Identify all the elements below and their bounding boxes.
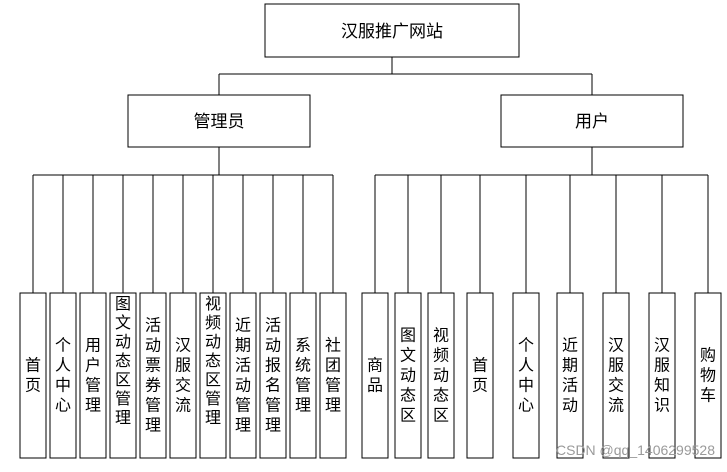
- admin-leaf-label: 系统管理: [295, 336, 311, 415]
- admin-branch-box: [127, 94, 311, 148]
- admin-leaf-box: [79, 292, 107, 459]
- user-leaf-label: 个人中心: [518, 336, 534, 415]
- admin-leaf-box: [319, 292, 347, 459]
- admin-leaf-box: [259, 292, 287, 459]
- admin-leaf-label: 汉服交流: [175, 336, 191, 415]
- user-leaf-label: 图文动态区: [400, 326, 416, 425]
- admin-leaf-box: [109, 292, 137, 459]
- user-leaf-box: [466, 292, 494, 459]
- user-leaf-label: 汉服交流: [608, 336, 624, 415]
- admin-leaf-label: 用户管理: [85, 336, 101, 415]
- admin-leaf-label: 活动报名管理: [265, 316, 281, 435]
- user-leaf-box: [648, 292, 676, 459]
- admin-leaf-label: 社团管理: [325, 336, 341, 415]
- user-leaf-label: 视频动态区: [433, 326, 449, 425]
- user-branch-label: 用户: [575, 112, 609, 132]
- admin-leaf-label: 近期活动管理: [235, 316, 251, 435]
- user-leaf-label: 近期活动: [562, 336, 578, 415]
- user-leaf-box: [427, 292, 455, 459]
- user-leaf-box: [361, 292, 389, 459]
- user-leaf-box: [512, 292, 540, 459]
- user-leaf-label: 商品: [367, 356, 383, 395]
- root-box: [264, 3, 520, 58]
- admin-leaf-label: 个人中心: [55, 336, 71, 415]
- user-leaf-label: 首页: [472, 356, 488, 395]
- admin-leaf-box: [169, 292, 197, 459]
- admin-leaf-label: 活动票券管理: [145, 316, 161, 435]
- user-leaf-box: [394, 292, 422, 459]
- admin-leaf-box: [199, 292, 227, 459]
- user-leaf-label: 汉服知识: [654, 336, 670, 415]
- user-branch-box: [500, 94, 684, 148]
- admin-leaf-box: [49, 292, 77, 459]
- admin-leaf-box: [229, 292, 257, 459]
- watermark: CSDN @qq_1406299528: [556, 442, 715, 458]
- admin-leaf-label: 首页: [25, 356, 41, 395]
- user-leaf-box: [556, 292, 584, 459]
- admin-leaf-box: [19, 292, 47, 459]
- user-leaf-box: [602, 292, 630, 459]
- admin-leaf-box: [139, 292, 167, 459]
- admin-leaf-label: 视频动态区管理: [205, 294, 221, 427]
- user-leaf-box: [694, 292, 722, 459]
- admin-branch-label: 管理员: [194, 112, 245, 132]
- admin-leaf-box: [289, 292, 317, 459]
- user-leaf-label: 购物车: [700, 346, 716, 405]
- root-label: 汉服推广网站: [341, 22, 443, 42]
- admin-leaf-label: 图文动态区管理: [115, 294, 131, 427]
